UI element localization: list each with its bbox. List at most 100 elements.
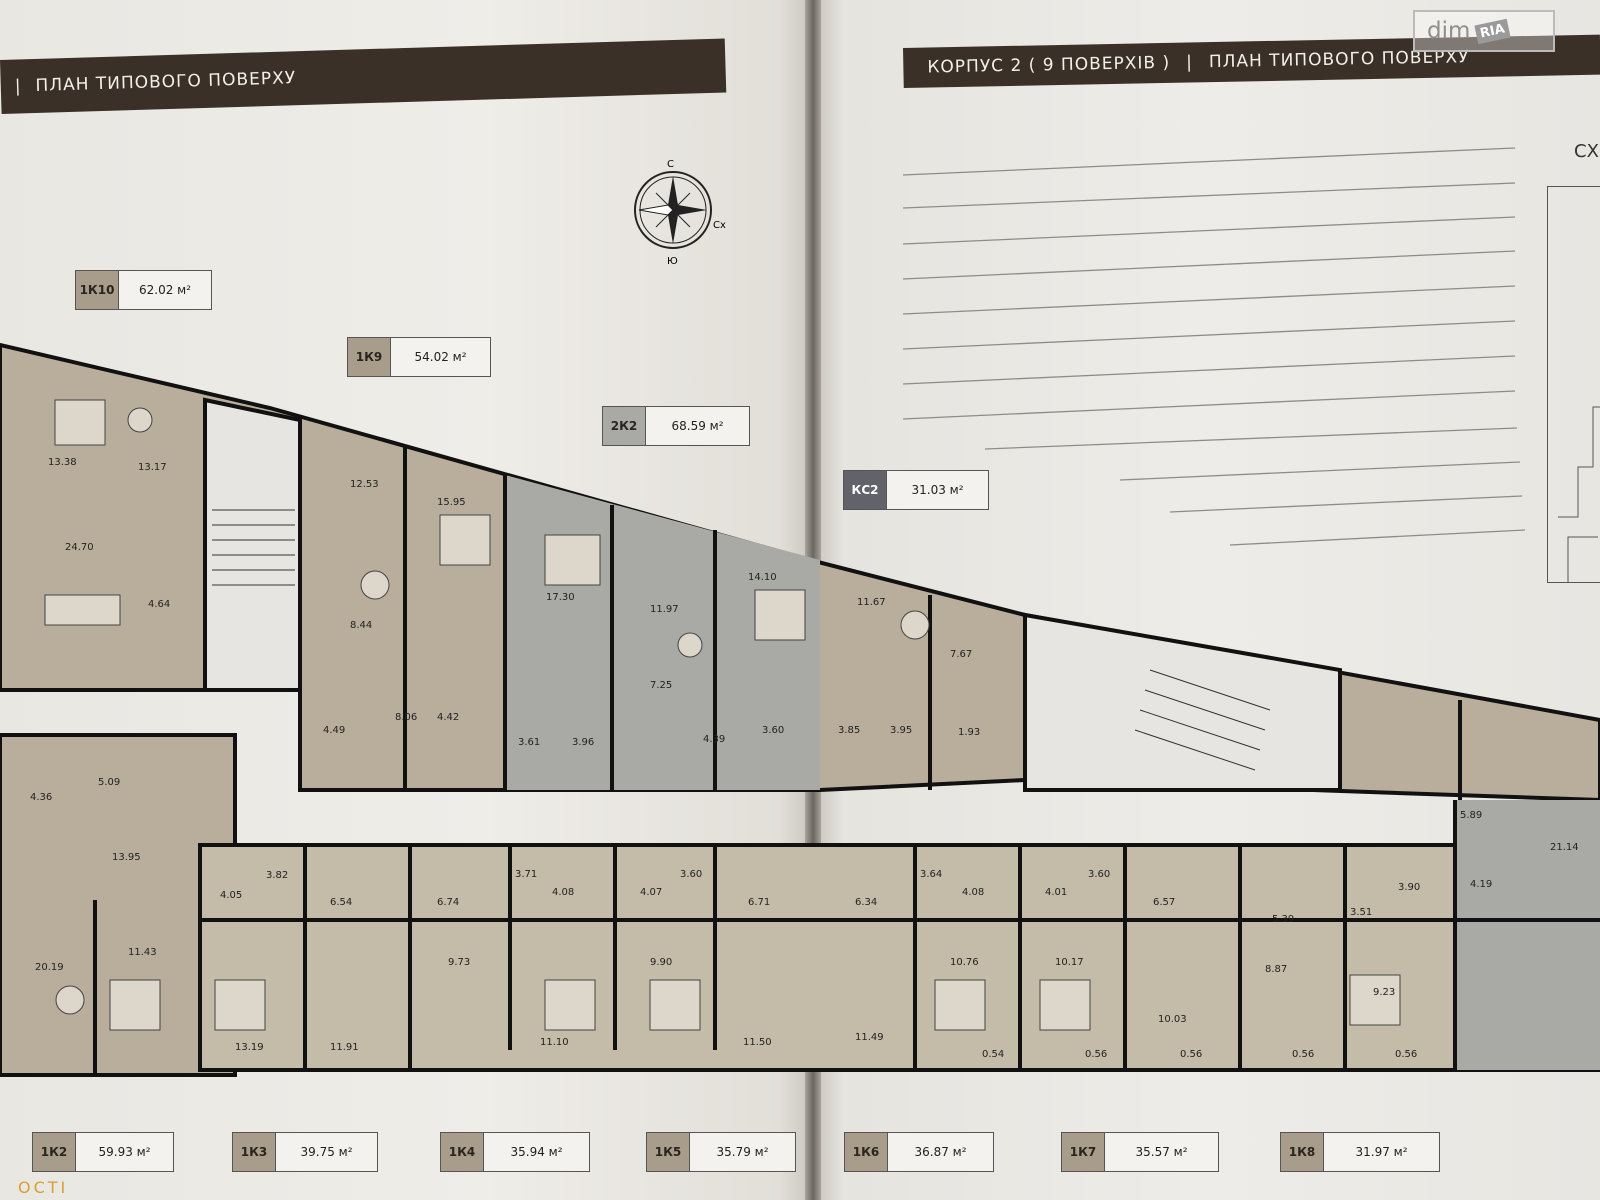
svg-text:9.73: 9.73 — [448, 957, 470, 968]
svg-text:10.76: 10.76 — [950, 957, 979, 968]
svg-text:21.14: 21.14 — [1550, 842, 1579, 853]
svg-text:4.05: 4.05 — [220, 890, 242, 901]
apartment-tag-1k10: 1К10 62.02 м² — [75, 270, 212, 310]
svg-text:11.67: 11.67 — [857, 597, 886, 608]
apartment-code: 1К2 — [33, 1133, 76, 1171]
lower-walls — [93, 800, 1600, 1075]
svg-text:0.56: 0.56 — [1180, 1049, 1202, 1060]
apartment-tag-1k4: 1К4 35.94 м² — [440, 1132, 590, 1172]
svg-text:11.49: 11.49 — [855, 1032, 884, 1043]
furniture — [44, 399, 1401, 1031]
svg-text:6.74: 6.74 — [437, 897, 459, 908]
svg-text:11.97: 11.97 — [650, 604, 679, 615]
svg-text:7.67: 7.67 — [950, 649, 972, 660]
svg-text:4.07: 4.07 — [640, 887, 662, 898]
site-scheme-drawing — [1558, 406, 1600, 582]
svg-text:4.08: 4.08 — [552, 887, 574, 898]
svg-text:3.95: 3.95 — [890, 725, 912, 736]
svg-text:9.90: 9.90 — [650, 957, 672, 968]
svg-text:1.93: 1.93 — [958, 727, 980, 738]
apartment-area: 35.79 м² — [716, 1145, 769, 1159]
svg-text:3.51: 3.51 — [1350, 907, 1372, 918]
svg-text:3.85: 3.85 — [838, 725, 860, 736]
svg-text:3.71: 3.71 — [515, 869, 537, 880]
svg-text:0.56: 0.56 — [1292, 1049, 1314, 1060]
apartment-tag-2k2: 2К2 68.59 м² — [602, 406, 750, 446]
apartment-code: 1К3 — [233, 1133, 276, 1171]
apartment-code: 1К8 — [1281, 1133, 1324, 1171]
svg-text:5.09: 5.09 — [98, 777, 120, 788]
svg-text:15.95: 15.95 — [437, 497, 466, 508]
apartment-area: 54.02 м² — [414, 350, 467, 364]
apartment-code: 1К7 — [1062, 1133, 1105, 1171]
apartment-code: 1К9 — [348, 338, 391, 376]
svg-text:13.19: 13.19 — [235, 1042, 264, 1053]
svg-text:0.56: 0.56 — [1395, 1049, 1417, 1060]
brand-logo-fragment: ОСТІ — [18, 1178, 69, 1197]
svg-text:5.89: 5.89 — [1460, 810, 1482, 821]
stairs — [212, 509, 1271, 771]
svg-text:11.50: 11.50 — [743, 1037, 772, 1048]
compass-east: Сх — [713, 220, 726, 231]
svg-text:10.03: 10.03 — [1158, 1014, 1187, 1025]
apartment-area: 36.87 м² — [914, 1145, 967, 1159]
apartment-tag-1k6: 1К6 36.87 м² — [844, 1132, 994, 1172]
apartment-tag-1k7: 1К7 35.57 м² — [1061, 1132, 1219, 1172]
apartment-code: 2К2 — [603, 407, 646, 445]
svg-text:9.23: 9.23 — [1373, 987, 1395, 998]
apartment-area: 35.57 м² — [1135, 1145, 1188, 1159]
svg-text:4.08: 4.08 — [962, 887, 984, 898]
svg-text:13.95: 13.95 — [112, 852, 141, 863]
svg-text:3.61: 3.61 — [518, 737, 540, 748]
apartment-tag-kc2: КС2 31.03 м² — [843, 470, 989, 510]
svg-text:13.38: 13.38 — [48, 457, 77, 468]
svg-text:24.70: 24.70 — [65, 542, 94, 553]
apartment-code: 1К5 — [647, 1133, 690, 1171]
apartment-code: 1К6 — [845, 1133, 888, 1171]
svg-text:0.54: 0.54 — [982, 1049, 1004, 1060]
svg-text:11.91: 11.91 — [330, 1042, 359, 1053]
svg-text:3.82: 3.82 — [266, 870, 288, 881]
apartment-area: 31.03 м² — [911, 483, 964, 497]
apartment-area: 35.94 м² — [510, 1145, 563, 1159]
lower-grey-unit — [1455, 800, 1600, 1070]
svg-text:4.36: 4.36 — [30, 792, 52, 803]
svg-text:4.42: 4.42 — [437, 712, 459, 723]
apartment-tag-1k9: 1К9 54.02 м² — [347, 337, 491, 377]
svg-text:8.06: 8.06 — [395, 712, 417, 723]
svg-text:3.90: 3.90 — [1398, 882, 1420, 893]
apartment-code: КС2 — [844, 471, 887, 509]
apartment-tag-1k3: 1К3 39.75 м² — [232, 1132, 378, 1172]
svg-text:11.43: 11.43 — [128, 947, 157, 958]
upper-walls — [403, 445, 1462, 800]
svg-text:11.10: 11.10 — [540, 1037, 569, 1048]
apartment-area: 39.75 м² — [300, 1145, 353, 1159]
stair-core-left — [203, 397, 302, 692]
svg-text:6.54: 6.54 — [330, 897, 352, 908]
svg-text:3.60: 3.60 — [1088, 869, 1110, 880]
svg-text:8.44: 8.44 — [350, 620, 372, 631]
svg-text:5.39: 5.39 — [1272, 914, 1294, 925]
svg-text:6.57: 6.57 — [1153, 897, 1175, 908]
svg-text:4.01: 4.01 — [1045, 887, 1067, 898]
svg-text:10.17: 10.17 — [1055, 957, 1084, 968]
svg-text:17.30: 17.30 — [546, 592, 575, 603]
svg-text:20.19: 20.19 — [35, 962, 64, 973]
svg-text:6.34: 6.34 — [855, 897, 877, 908]
svg-text:12.53: 12.53 — [350, 479, 379, 490]
svg-text:4.49: 4.49 — [323, 725, 345, 736]
apartment-area: 31.97 м² — [1355, 1145, 1408, 1159]
compass-south: Ю — [667, 256, 678, 267]
svg-text:8.87: 8.87 — [1265, 964, 1287, 975]
apartment-tag-1k8: 1К8 31.97 м² — [1280, 1132, 1440, 1172]
svg-text:3.60: 3.60 — [680, 869, 702, 880]
svg-text:4.19: 4.19 — [1470, 879, 1492, 890]
svg-text:6.71: 6.71 — [748, 897, 770, 908]
svg-text:3.96: 3.96 — [572, 737, 594, 748]
compass-icon: С Ю З Сх — [612, 159, 726, 267]
apartment-tag-1k2: 1К2 59.93 м² — [32, 1132, 174, 1172]
site-scheme-frame — [1547, 186, 1600, 583]
